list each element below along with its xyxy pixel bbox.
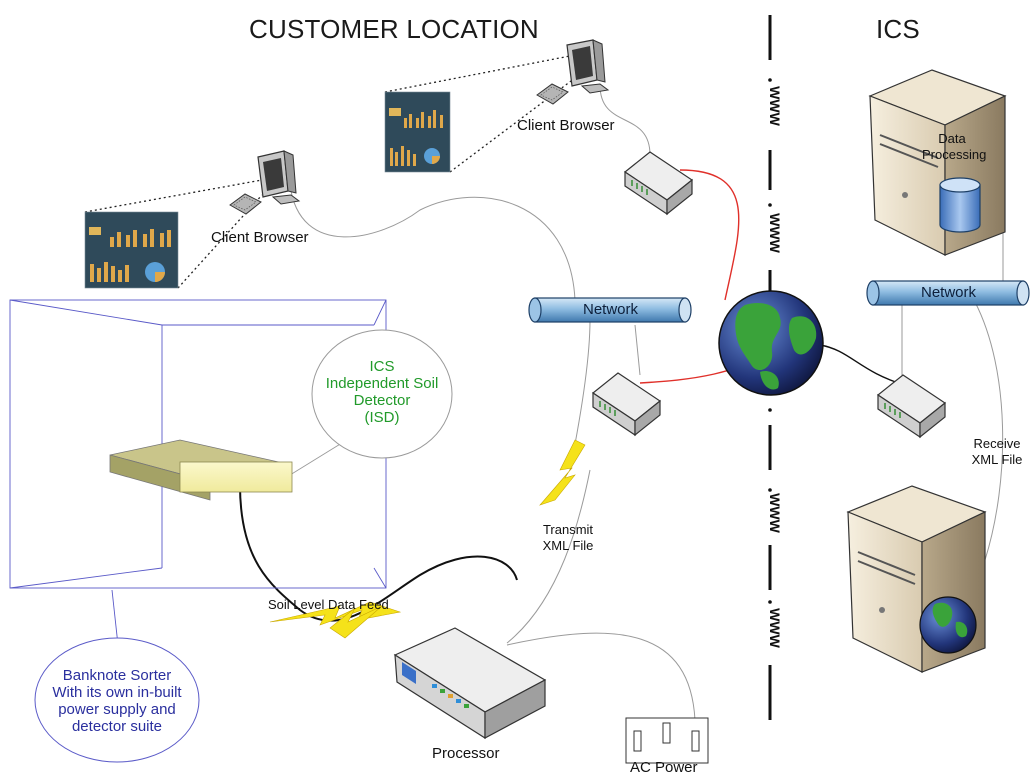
cable-left-client-network (289, 184, 576, 301)
links (239, 169, 906, 622)
network-label-right: Network (921, 284, 977, 301)
transmit-xml-label: Transmit XML File (542, 522, 594, 553)
internet-link-right (819, 344, 906, 386)
power-socket-icon (625, 717, 709, 764)
sorter-callout-leader (111, 589, 119, 646)
globe-icon (919, 596, 977, 654)
cable-processor-uplink (506, 469, 591, 644)
network-pipe-left (528, 297, 692, 323)
cable-network-router (634, 324, 641, 376)
sorter-callout-bubble (34, 637, 200, 763)
router-icon (591, 372, 662, 437)
ics-heading: ICS (876, 14, 920, 44)
ac-power-label: AC Power (630, 759, 698, 776)
router-icon (623, 151, 694, 216)
data-cable-sensor-processor (239, 484, 518, 622)
client-browser-label-left: Client Browser (211, 229, 309, 246)
lightning-icon (269, 601, 402, 626)
divider-www-mark: WWW (766, 608, 783, 648)
red-link-top (679, 169, 740, 301)
database-icon (939, 177, 981, 233)
dashboard-screenshot-left (84, 211, 179, 289)
lightning-icon (539, 439, 586, 506)
divider-www-mark: WWW (766, 86, 783, 126)
processor-label: Processor (432, 745, 500, 762)
customer-location-heading: CUSTOMER LOCATION (249, 14, 539, 44)
cable-top-client-router (599, 84, 651, 156)
client-browser-label-top: Client Browser (517, 117, 615, 134)
router-icon (876, 374, 947, 439)
dashboard-screenshot-top (384, 91, 451, 173)
soil-detector-sensor (109, 439, 293, 501)
divider-www-mark: WWW (766, 493, 783, 533)
keyboard-icon (536, 83, 569, 105)
monitor-icon (257, 150, 301, 205)
lightning-icon (329, 605, 383, 639)
cables (289, 84, 1004, 721)
cable-network-lower-server (974, 301, 1004, 561)
receive-xml-label: Receive XML File (971, 436, 1023, 467)
keyboard-icon (229, 193, 262, 215)
isd-callout-bubble (311, 329, 453, 459)
divider-www-mark: WWW (766, 213, 783, 253)
network-label-left: Network (583, 301, 639, 318)
cable-ac-power (506, 632, 696, 721)
soil-level-feed-label: Soil Level Data Feed (268, 597, 389, 612)
globe-icon (718, 290, 824, 396)
sorter-callout-text: Banknote Sorter With its own in-built po… (52, 667, 182, 735)
isd-callout-text: ICS Independent Soil Detector (ISD) (325, 358, 439, 426)
network-pipe-right (866, 280, 1030, 306)
monitor-icon (566, 39, 610, 94)
processor-unit-icon (393, 627, 547, 740)
data-processing-label: Data Processing (922, 131, 987, 162)
